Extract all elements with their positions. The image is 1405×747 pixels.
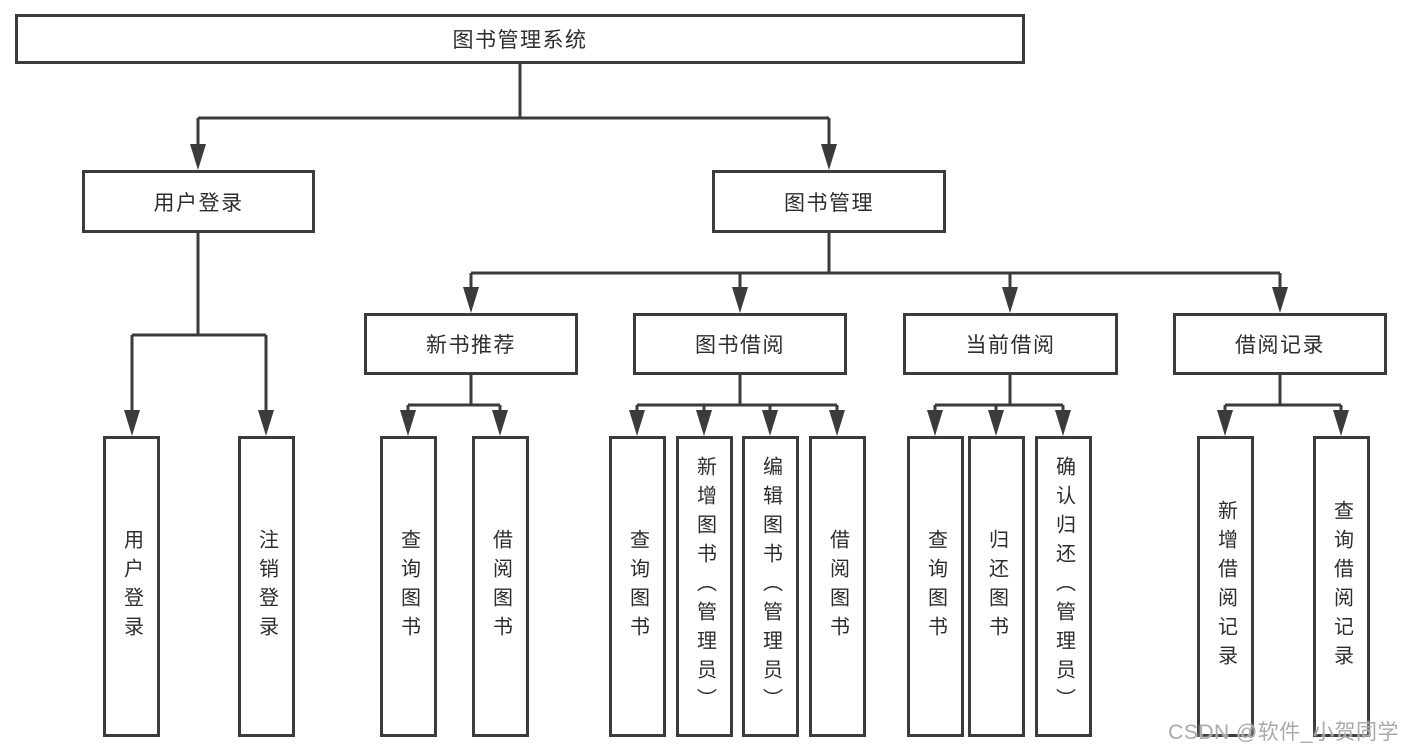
edge-bookborrow-to-leaves: [629, 375, 845, 436]
node-book-borrow: 图书借阅: [633, 313, 847, 375]
edge-currentborrow-to-leaves: [927, 375, 1071, 436]
csdn-watermark: CSDN @软件_小贺同学: [1168, 721, 1399, 744]
leaf-user-login-label: 用户登录: [120, 528, 143, 645]
leaf-return-book-label: 归还图书: [985, 528, 1008, 645]
leaf-query-book-2-label: 查询图书: [626, 528, 649, 645]
leaf-confirm-return-admin-label: 确认归还（管理员）: [1052, 456, 1075, 717]
node-borrow-record-label: 借阅记录: [1235, 334, 1325, 357]
leaf-borrow-book-2-label: 借阅图书: [826, 528, 849, 645]
leaf-query-book-1-label: 查询图书: [397, 528, 420, 645]
leaf-borrow-book-2: 借阅图书: [809, 436, 866, 737]
node-new-book-recommend: 新书推荐: [364, 313, 578, 375]
leaf-borrow-book-1: 借阅图书: [472, 436, 529, 737]
leaf-edit-book-admin: 编辑图书（管理员）: [742, 436, 799, 737]
node-user-login-label: 用户登录: [153, 191, 244, 215]
node-current-borrow: 当前借阅: [903, 313, 1118, 375]
leaf-add-book-admin: 新增图书（管理员）: [676, 436, 733, 737]
node-root-label: 图书管理系统: [452, 29, 588, 52]
node-borrow-record: 借阅记录: [1173, 313, 1387, 375]
leaf-add-borrow-record: 新增借阅记录: [1197, 436, 1254, 737]
edge-bookmgmt-to-level3: [463, 233, 1288, 313]
leaf-query-borrow-record: 查询借阅记录: [1313, 436, 1370, 737]
node-current-borrow-label: 当前借阅: [965, 334, 1056, 357]
leaf-logout-label: 注销登录: [255, 528, 278, 645]
node-user-login: 用户登录: [82, 170, 315, 233]
leaf-add-borrow-record-label: 新增借阅记录: [1214, 499, 1237, 674]
edge-root-to-level2: [190, 64, 837, 170]
leaf-confirm-return-admin: 确认归还（管理员）: [1035, 436, 1092, 737]
leaf-query-book-3: 查询图书: [907, 436, 964, 737]
leaf-query-borrow-record-label: 查询借阅记录: [1330, 499, 1353, 674]
node-book-management-label: 图书管理: [784, 191, 874, 215]
node-book-management: 图书管理: [712, 170, 946, 233]
edge-newbookrec-to-leaves: [400, 375, 508, 436]
leaf-logout: 注销登录: [238, 436, 295, 737]
node-root: 图书管理系统: [15, 14, 1025, 64]
leaf-borrow-book-1-label: 借阅图书: [489, 528, 512, 645]
edge-borrowrecord-to-leaves: [1217, 375, 1349, 436]
leaf-add-book-admin-label: 新增图书（管理员）: [693, 456, 716, 717]
leaf-edit-book-admin-label: 编辑图书（管理员）: [759, 456, 782, 717]
leaf-query-book-3-label: 查询图书: [924, 528, 947, 645]
edge-userlogin-to-leaves: [124, 233, 274, 436]
leaf-query-book-1: 查询图书: [380, 436, 437, 737]
leaf-return-book: 归还图书: [968, 436, 1025, 737]
node-new-book-recommend-label: 新书推荐: [426, 334, 516, 357]
leaf-query-book-2: 查询图书: [609, 436, 666, 737]
leaf-user-login: 用户登录: [103, 436, 160, 737]
node-book-borrow-label: 图书借阅: [695, 334, 785, 357]
